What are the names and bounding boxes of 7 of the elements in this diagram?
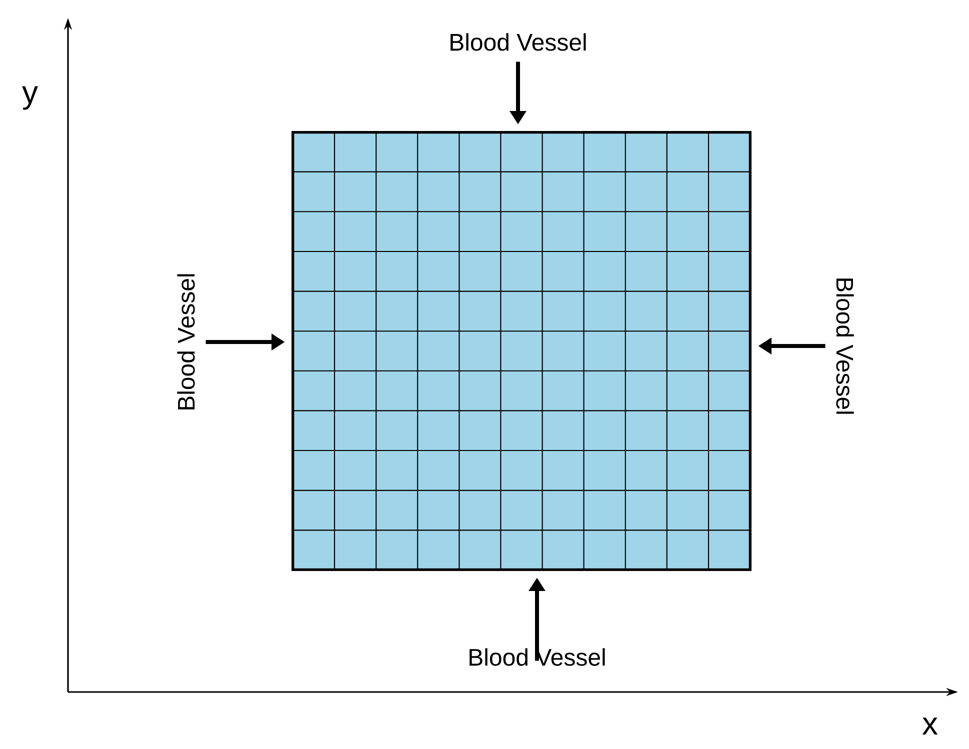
text-label: Blood Vessel <box>836 278 854 414</box>
text-label: Blood Vessel <box>177 274 195 410</box>
text-label: Blood Vessel <box>450 33 586 51</box>
axis-label: y <box>22 86 38 110</box>
axis-label: x <box>922 718 938 734</box>
grid-drawing <box>292 131 752 571</box>
text-label: Blood Vessel <box>470 648 605 666</box>
